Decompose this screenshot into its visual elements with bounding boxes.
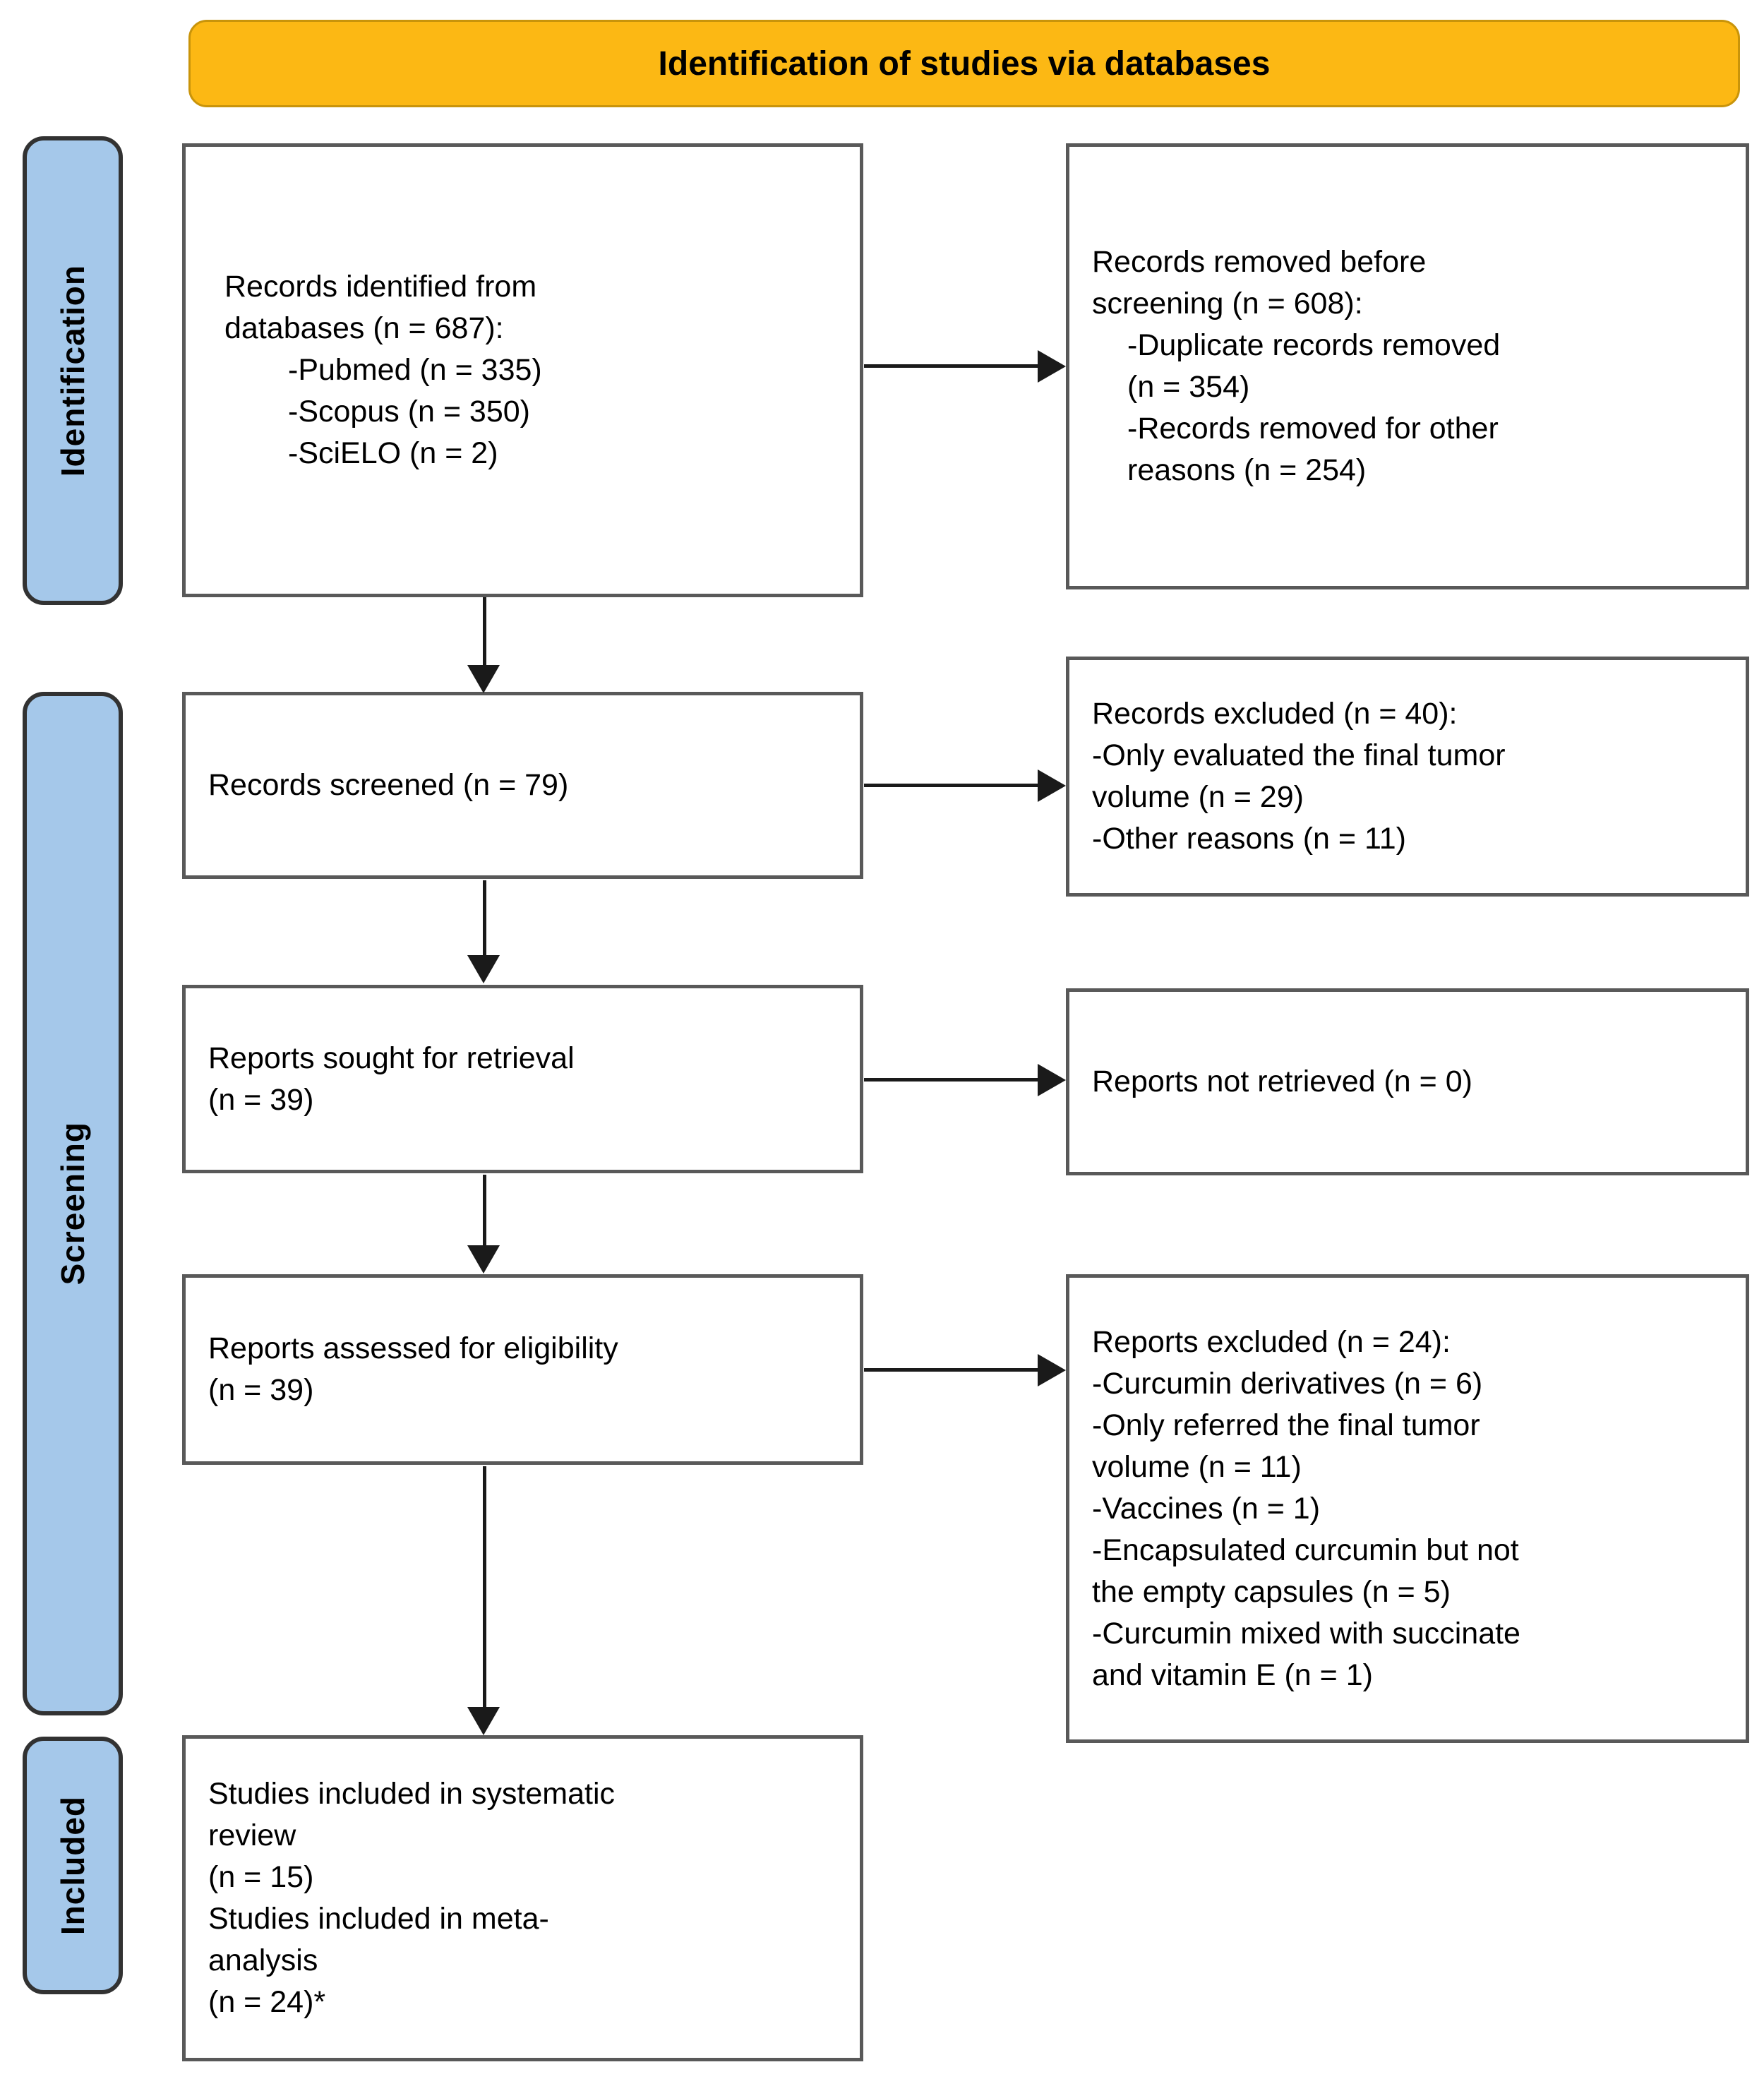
text-line: the empty capsules (n = 5) xyxy=(1092,1574,1451,1609)
stage-label-included: Included xyxy=(54,1795,91,1936)
text-line: -Other reasons (n = 11) xyxy=(1092,822,1406,856)
text-line: Records identified from xyxy=(224,270,537,304)
box-reports-not-retrieved: Reports not retrieved (n = 0) xyxy=(1066,988,1749,1175)
box-reports-excluded: Reports excluded (n = 24): -Curcumin der… xyxy=(1066,1274,1749,1743)
text-line: Records excluded (n = 40): xyxy=(1092,697,1458,731)
arrow-line xyxy=(864,1368,1040,1372)
arrow-head-right-icon xyxy=(1038,769,1066,802)
arrow-head-down-icon xyxy=(467,1245,500,1274)
arrow-head-down-icon xyxy=(467,955,500,983)
arrow-head-right-icon xyxy=(1038,1064,1066,1096)
arrow-line xyxy=(864,784,1040,787)
box-reports-sought-for-retrieval: Reports sought for retrieval (n = 39) xyxy=(182,985,863,1173)
text-line: (n = 354) xyxy=(1127,370,1250,404)
text-line: analysis xyxy=(208,1943,318,1977)
arrow-line xyxy=(483,597,486,668)
text-line: (n = 39) xyxy=(208,1082,314,1117)
arrow-line xyxy=(483,1175,486,1247)
arrow-line xyxy=(864,1078,1040,1082)
arrow-line xyxy=(864,364,1040,368)
text-line: Studies included in meta- xyxy=(208,1902,549,1936)
diagram-title: Identification of studies via databases xyxy=(658,44,1271,83)
diagram-title-banner: Identification of studies via databases xyxy=(188,20,1740,107)
arrow-line xyxy=(483,880,486,958)
text-line: -Pubmed (n = 335) xyxy=(288,353,542,387)
text-line: -Curcumin derivatives (n = 6) xyxy=(1092,1366,1483,1401)
text-line: -Encapsulated curcumin but not xyxy=(1092,1533,1519,1567)
box-records-screened: Records screened (n = 79) xyxy=(182,692,863,879)
text-line: -Curcumin mixed with succinate xyxy=(1092,1616,1520,1650)
text-line: Records screened (n = 79) xyxy=(208,768,569,802)
text-line: Studies included in systematic xyxy=(208,1777,616,1811)
text-line: -SciELO (n = 2) xyxy=(288,436,498,470)
arrow-head-right-icon xyxy=(1038,1354,1066,1386)
sidebar-stage-screening: Screening xyxy=(23,692,123,1715)
arrow-head-right-icon xyxy=(1038,350,1066,383)
text-line: (n = 39) xyxy=(208,1373,314,1407)
text-line: Reports sought for retrieval xyxy=(208,1041,575,1075)
box-records-identified: Records identified from databases (n = 6… xyxy=(182,143,863,597)
arrow-head-down-icon xyxy=(467,665,500,693)
arrow-head-down-icon xyxy=(467,1707,500,1735)
box-reports-assessed-for-eligibility: Reports assessed for eligibility (n = 39… xyxy=(182,1274,863,1465)
sidebar-stage-included: Included xyxy=(23,1737,123,1994)
text-line: volume (n = 29) xyxy=(1092,780,1304,814)
text-line: review xyxy=(208,1819,296,1852)
box-records-excluded: Records excluded (n = 40): -Only evaluat… xyxy=(1066,657,1749,897)
box-records-removed-before-screening: Records removed before screening (n = 60… xyxy=(1066,143,1749,589)
arrow-line xyxy=(483,1466,486,1710)
stage-label-screening: Screening xyxy=(54,1122,91,1286)
text-line: -Only referred the final tumor xyxy=(1092,1408,1480,1442)
text-line: -Duplicate records removed xyxy=(1127,328,1501,362)
text-line: and vitamin E (n = 1) xyxy=(1092,1658,1373,1692)
text-line: -Only evaluated the final tumor xyxy=(1092,738,1506,772)
text-line: volume (n = 11) xyxy=(1092,1449,1302,1484)
text-line: Records removed before xyxy=(1092,245,1427,279)
text-line: -Scopus (n = 350) xyxy=(288,395,530,429)
sidebar-stage-identification: Identification xyxy=(23,136,123,605)
text-line: (n = 24)* xyxy=(208,1985,326,2019)
text-line: reasons (n = 254) xyxy=(1127,453,1367,487)
text-line: Reports excluded (n = 24): xyxy=(1092,1324,1451,1359)
text-line: -Vaccines (n = 1) xyxy=(1092,1491,1321,1526)
text-line: Reports not retrieved (n = 0) xyxy=(1092,1065,1472,1098)
box-studies-included: Studies included in systematic review (n… xyxy=(182,1735,863,2061)
text-line: -Records removed for other xyxy=(1127,412,1499,445)
stage-label-identification: Identification xyxy=(54,264,91,477)
text-line: Reports assessed for eligibility xyxy=(208,1331,618,1365)
text-line: databases (n = 687): xyxy=(224,311,504,345)
text-line: (n = 15) xyxy=(208,1860,314,1894)
text-line: screening (n = 608): xyxy=(1092,287,1363,320)
